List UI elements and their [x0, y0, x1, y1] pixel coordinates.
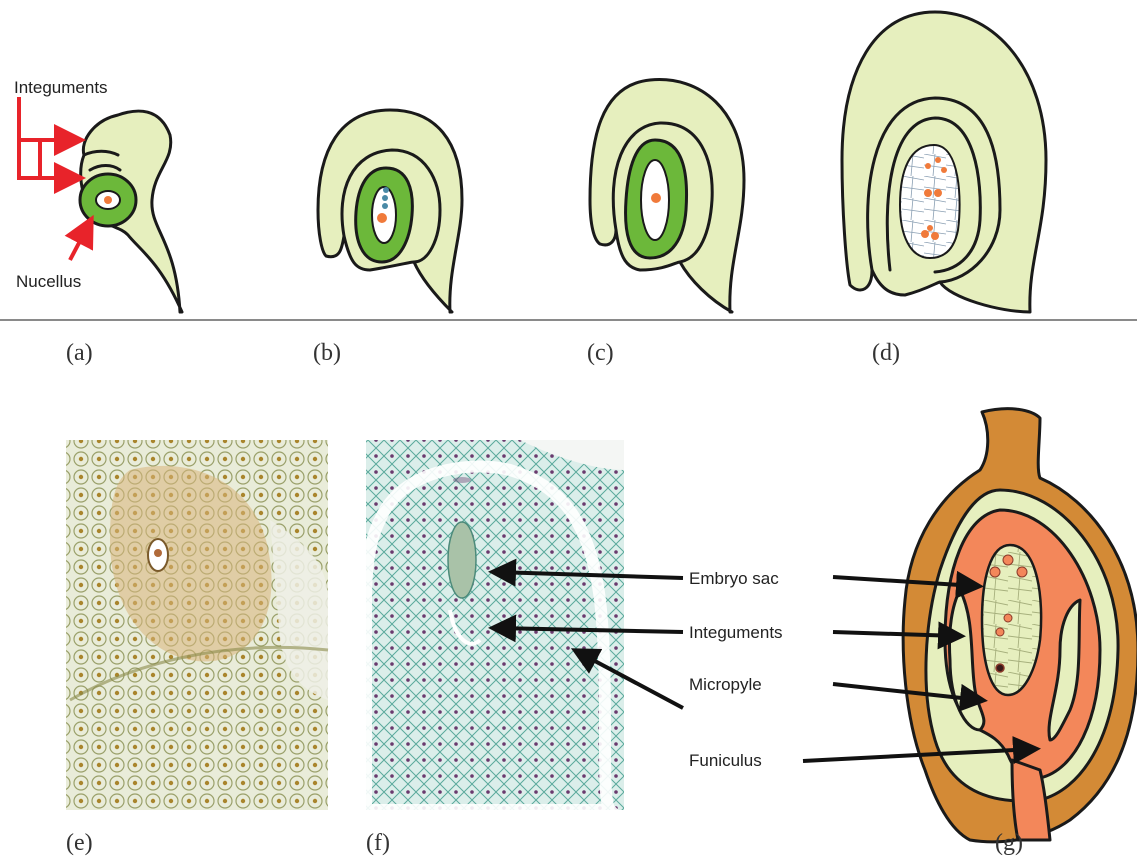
panel-d-diagram: [842, 12, 1046, 312]
panel-label-c: (c): [587, 340, 614, 366]
panel-label-f: (f): [366, 830, 390, 856]
panel-a-diagram: [80, 111, 182, 312]
red-arrow-icon: [70, 222, 90, 260]
integuments-label: Integuments: [14, 78, 108, 97]
callout-embryo-sac: Embryo sac: [689, 569, 779, 588]
panel-label-e: (e): [66, 830, 93, 856]
callout-micropyle: Micropyle: [689, 675, 762, 694]
panel-label-b: (b): [313, 340, 341, 366]
panel-label-a: (a): [66, 340, 93, 366]
panel-label-d: (d): [872, 340, 900, 366]
micrograph-f: [366, 440, 624, 810]
embryo-sac: [900, 145, 960, 258]
panel-c-diagram: [590, 80, 744, 312]
panel-b-diagram: [318, 110, 462, 312]
nucellus-label: Nucellus: [16, 272, 81, 291]
panel-label-g: (g): [995, 830, 1023, 856]
micrograph-e: [66, 440, 328, 810]
panel-g-diagram: [903, 409, 1137, 842]
callout-integuments: Integuments: [689, 623, 783, 642]
callout-funiculus: Funiculus: [689, 751, 762, 770]
